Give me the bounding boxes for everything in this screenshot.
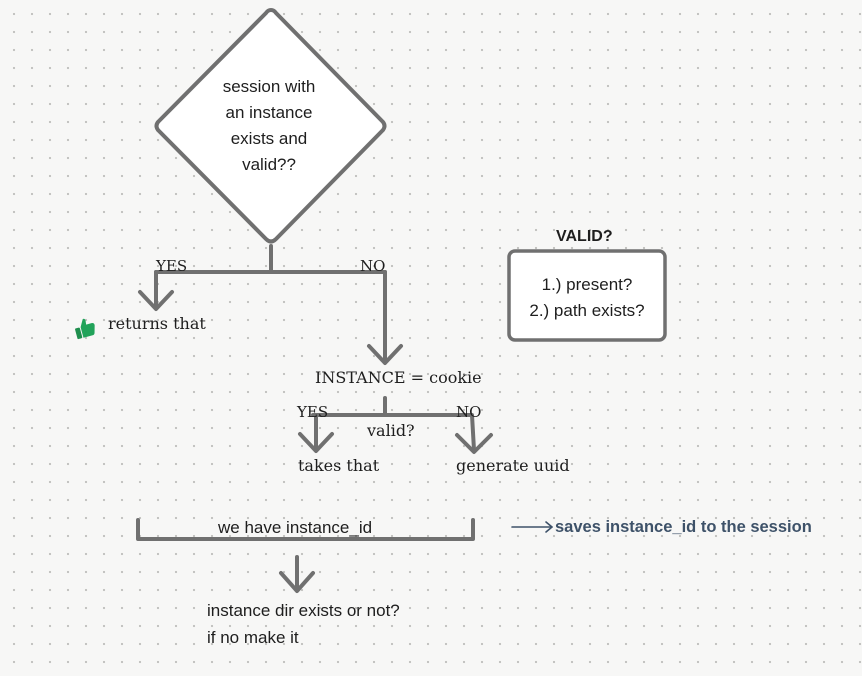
valid-box-text: 1.) present? 2.) path exists? bbox=[510, 272, 664, 324]
valid-title: VALID? bbox=[556, 228, 613, 245]
side-note-text: saves instance_id to the session bbox=[555, 518, 812, 536]
yes-label: YES bbox=[156, 257, 188, 275]
merge-bracket bbox=[136, 518, 475, 541]
final-arrow bbox=[279, 555, 315, 593]
valid-box[interactable] bbox=[507, 249, 667, 342]
no-label: NO bbox=[360, 257, 386, 275]
branch-connector bbox=[138, 244, 403, 365]
takes-that-label: takes that bbox=[298, 456, 380, 475]
instance-cookie-label: INSTANCE = cookie bbox=[315, 368, 482, 387]
generate-uuid-label: generate uuid bbox=[456, 456, 570, 475]
decision-diamond[interactable] bbox=[154, 8, 387, 244]
final-step-text: instance dir exists or not? if no make i… bbox=[207, 597, 400, 651]
valid-item: 2.) path exists? bbox=[529, 301, 645, 320]
thumbs-up-icon bbox=[75, 318, 95, 340]
decision-line: session with bbox=[222, 77, 316, 96]
decision-line: exists and bbox=[230, 129, 308, 148]
returns-that-label: returns that bbox=[108, 314, 206, 333]
decision-text: session with an instance exists and vali… bbox=[205, 74, 333, 178]
decision-line: valid?? bbox=[242, 155, 296, 174]
valid-question-label: valid? bbox=[367, 421, 415, 440]
final-step-line: instance dir exists or not? bbox=[207, 601, 400, 620]
yes-label-2: YES bbox=[297, 403, 329, 421]
final-step-line: if no make it bbox=[207, 628, 299, 647]
side-note-arrow bbox=[511, 521, 553, 533]
merge-label: we have instance_id bbox=[218, 518, 373, 537]
no-label-2: NO bbox=[456, 403, 482, 421]
decision-line: an instance bbox=[225, 103, 313, 122]
valid-connector bbox=[298, 396, 493, 454]
valid-item: 1.) present? bbox=[541, 275, 633, 294]
